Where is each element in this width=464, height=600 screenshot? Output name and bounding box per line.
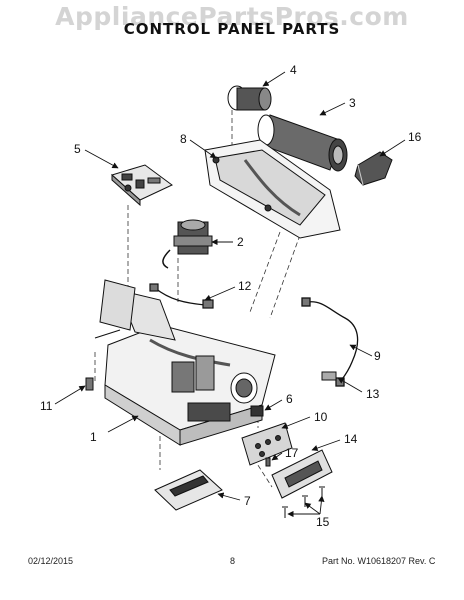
part-7-bezel <box>154 469 223 511</box>
footer-date: 02/12/2015 <box>28 556 74 566</box>
part-8-filter-bracket <box>204 139 341 239</box>
callout-8: 8 <box>180 132 187 146</box>
callout-leaders <box>54 71 406 518</box>
callout-6: 6 <box>286 392 293 406</box>
part-1-control-housing <box>94 279 276 446</box>
part-6-button <box>250 405 264 417</box>
part-17-screw <box>265 457 271 467</box>
part-4-fitting <box>227 85 272 111</box>
callout-labels: 1 2 3 4 5 6 7 8 9 10 11 12 13 14 15 16 1… <box>40 63 422 529</box>
callout-3: 3 <box>349 96 356 110</box>
callout-15: 15 <box>316 515 330 529</box>
callout-13: 13 <box>366 387 380 401</box>
callout-16: 16 <box>408 130 422 144</box>
callout-7: 7 <box>244 494 251 508</box>
callout-14: 14 <box>344 432 358 446</box>
part-5-control-board <box>111 164 173 207</box>
site-watermark: AppliancePartsPros.com <box>55 2 409 31</box>
part-14-panel <box>271 449 333 499</box>
part-11-screw <box>85 377 94 391</box>
callout-17: 17 <box>285 446 299 460</box>
callout-12: 12 <box>238 279 252 293</box>
callout-9: 9 <box>374 349 381 363</box>
callout-4: 4 <box>290 63 297 77</box>
callout-11: 11 <box>40 399 53 413</box>
callout-5: 5 <box>74 142 81 156</box>
callout-10: 10 <box>314 410 328 424</box>
part-2-transformer <box>162 219 213 269</box>
callout-2: 2 <box>237 235 244 249</box>
part-3-filter-housing <box>257 114 348 172</box>
part-10-switch-board <box>241 422 293 466</box>
page-title: CONTROL PANEL PARTS <box>123 20 341 38</box>
footer-part-number: Part No. W10618207 Rev. C <box>322 556 436 566</box>
part-16-cap <box>354 151 393 186</box>
part-13-connector <box>321 371 337 381</box>
footer-page-number: 8 <box>230 556 236 566</box>
callout-1: 1 <box>90 430 97 444</box>
